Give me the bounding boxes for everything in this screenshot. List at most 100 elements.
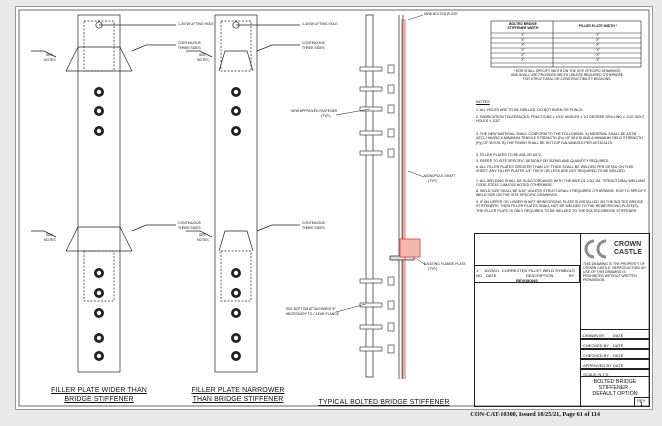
notes-heading: NOTES: [476, 99, 490, 104]
revision-col-description: DESCRIPTION: [526, 273, 554, 278]
scale-label: SCALE: N.T.S.: [583, 372, 610, 377]
detail-3-caption: TYPICAL BOLTED BRIDGE STIFFENER: [318, 399, 450, 406]
drawn-by-label: DRAWN BY: [583, 333, 605, 338]
detail-3-shaft-red: [399, 19, 421, 379]
note-item: 8. WELD SIZE SHALL BE 3/16" UNLESS STRUC…: [476, 189, 646, 198]
detail-3-shaft-callout-typ: (TYP.): [428, 179, 438, 183]
note-item: 4. FILLER PLATES TO BE A36 OR A572.: [476, 153, 543, 157]
detail-2-continuous-callout-2: CONTINUOUS: [302, 221, 325, 225]
approved-date-label: DATE: [613, 363, 624, 368]
detail-1-caption-line-1: FILLER PLATE WIDER THAN: [51, 387, 147, 394]
detail-1-notes-callout-2: NOTES: [44, 238, 56, 242]
detail-3-bolts: [359, 64, 395, 354]
detail-3-flange-callout-typ: (TYP.): [428, 267, 438, 271]
rev-box: [634, 397, 650, 407]
detail-2-caption-line-2: THAN BRIDGE STIFFENER: [192, 396, 284, 403]
detail-3-shaft-callout: MONOPOLE SHAFT: [424, 174, 456, 178]
detail-1-continuous-callout-2: CONTINUOUS: [178, 221, 201, 225]
rev-box-value: 1: [640, 402, 643, 408]
revision-col-no: NO.: [476, 273, 484, 278]
drawing-title-line-3: DEFAULT OPTION: [592, 391, 638, 397]
filler-table-grid: [490, 20, 642, 68]
title-block-right-column: [580, 233, 650, 407]
checked-date-label: DATE: [613, 343, 624, 348]
note-item: 2. FABRICATION TOLERANCES: FRACTIONS ± 1…: [476, 115, 645, 124]
detail-3-attachment-callout-2: NECESSARY TO CLEAR FLANGE: [286, 312, 340, 316]
revision-col-by: BY: [569, 273, 575, 278]
detail-1-caption-line-2: BRIDGE STIFFENER: [64, 396, 134, 403]
approved-by-label: APPROVED BY: [583, 363, 612, 368]
detail-1-continuous-callout: CONTINUOUS: [178, 41, 201, 45]
detail-3-leaders: [335, 14, 427, 313]
checked-by-label: CHECKED BY: [583, 343, 610, 348]
company-name-line-1: CROWN: [614, 241, 642, 248]
company-blurb: THIS DRAWING IS THE PROPERTY OF CROWN CA…: [583, 262, 646, 282]
note-item: 9. IF AN UPPER OR LOWER SHAFT REINFORCIN…: [476, 200, 644, 213]
note-item: 1. ALL HOLES ARE TO BE DRILLED, DO NOT B…: [476, 108, 584, 112]
filler-table-header-1a: BOLTED BRIDGE: [509, 22, 537, 26]
note-item: 6. ALL FILLER PLATES GREATER THAN 1/4" T…: [476, 165, 634, 174]
filler-table-cell-filler: X": [596, 38, 600, 42]
filler-table-footnote-3: FOR STRUCTURAL OR CONSTRUCTIBILITY REASO…: [522, 77, 612, 81]
filler-table-header-2: FILLER PLATE WIDTH *: [579, 24, 617, 28]
revision-row-description: CORRECTED FILLET WELD SYMBOLS: [502, 268, 575, 273]
note-item: 5. REFER TO SITE SPECIFIC DESIGN FOR SIZ…: [476, 159, 610, 163]
drawn-by-row: [580, 329, 650, 339]
scale-row: [580, 369, 650, 377]
crown-castle-logo-icon: [584, 239, 607, 259]
checked-date-label-2: DATE: [613, 353, 624, 358]
detail-1-notes-callout: NOTES: [44, 58, 56, 62]
detail-2-notes-callout: NOTES: [197, 58, 209, 62]
detail-2-notes-callout-2: NOTES: [197, 238, 209, 242]
filler-table-cell-width: X": [521, 58, 525, 62]
detail-3-new-plate-callout: NEW BOLTED PLATE: [424, 12, 458, 16]
detail-1-three-sides-callout-2: THREE SIDES: [178, 226, 201, 230]
filler-table-header-1b: STIFFENER WIDTH: [507, 26, 539, 30]
approved-by-row: [580, 359, 650, 369]
detail-1-lifting-hole-callout: 1-3/4"Ø LIFTING HOLE: [178, 22, 214, 26]
detail-2-bolts: [231, 87, 241, 361]
detail-2-three-sides-callout: THREE SIDES: [302, 46, 325, 50]
revision-row-date: 10/25/21: [484, 268, 500, 273]
detail-2-lifting-hole-callout: 1-3/4"Ø LIFTING HOLE: [302, 22, 338, 26]
drawing-title-line-2: STIFFENER -: [598, 385, 632, 391]
detail-3-side-view: [365, 14, 415, 379]
filler-table-footnote-2: AND SHALL USE PROVIDED WIDTH UNLESS REQU…: [510, 73, 624, 77]
revision-table: [474, 265, 580, 283]
detail-1-stiffener: [31, 14, 176, 373]
revision-row-no: 1: [476, 268, 479, 273]
filler-table-cell-filler: X": [596, 43, 600, 47]
filler-table-cell-width: X": [521, 53, 525, 57]
filler-table-footnote-1: * EOR SHALL SPECIFY WIDTH ON THE SITE SP…: [513, 69, 621, 73]
filler-table-cell-filler: X": [596, 33, 600, 37]
detail-1-bolts: [94, 87, 104, 361]
filler-table-cell-filler: X": [596, 53, 600, 57]
detail-3-fastener-callout-typ: (TYP.): [321, 114, 331, 118]
detail-3-attachment-callout: SEE BOTTOM ATTACHMENT IF: [286, 307, 336, 311]
filler-table-cell-width: X": [521, 43, 525, 47]
detail-3-flange-callout: EXISTING FLANGE PLATE: [424, 262, 466, 266]
detail-2-three-sides-callout-2: THREE SIDES: [302, 226, 325, 230]
revision-col-date: DATE: [486, 273, 497, 278]
note-item: 3. THE NEW MATERIAL SHALL CONFORM TO THE…: [476, 132, 643, 145]
filler-table-cell-filler: X": [596, 48, 600, 52]
detail-2-see-callout: SEE: [199, 53, 206, 57]
filler-table-cell-width: X": [521, 48, 525, 52]
drawn-date-label: DATE: [613, 333, 624, 338]
filler-table-cell-width: X": [521, 33, 525, 37]
note-item: 7. ALL WELDING SHALL BE IN ACCORDANCE WI…: [476, 179, 646, 188]
detail-2-stiffener: [186, 14, 300, 373]
detail-2-continuous-callout: CONTINUOUS: [302, 41, 325, 45]
detail-2-caption-line-1: FILLER PLATE NARROWER: [191, 387, 285, 394]
detail-3-fastener-callout: NEW APPROVED FASTENER: [291, 109, 338, 113]
checked-by-row: [580, 339, 650, 349]
company-name-line-2: CASTLE: [614, 249, 642, 256]
drawing-sheet: 1-3/4"Ø LIFTING HOLE CONTINUOUS THREE SI…: [15, 6, 653, 410]
detail-1-see-callout-2: SEE: [46, 233, 53, 237]
drawing-title-line-1: BOLTED BRIDGE: [593, 379, 637, 385]
drawing-linework: [18, 9, 650, 407]
checked-by-label-2: CHECKED BY: [583, 353, 610, 358]
filler-table-cell-width: X": [521, 38, 525, 42]
page-footer: CON-CAT-10300, Issued 10/25/21, Page 61 …: [470, 411, 600, 418]
detail-1-three-sides-callout: THREE SIDES: [178, 46, 201, 50]
